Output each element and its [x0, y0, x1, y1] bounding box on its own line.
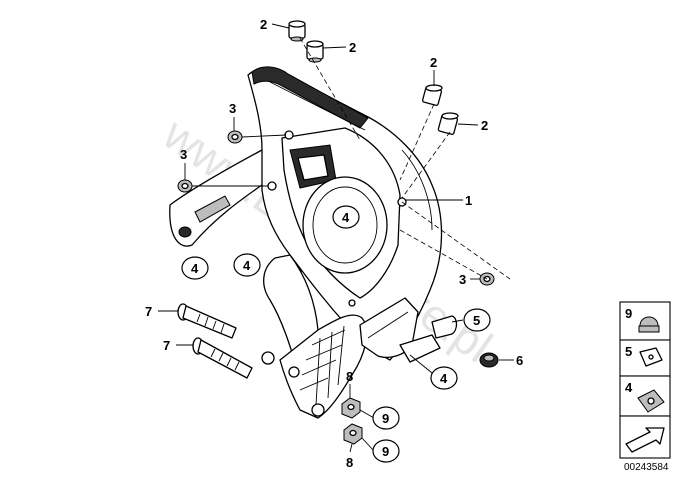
callout-3: 3: [459, 272, 466, 287]
legend-panel: 9 5 4: [619, 301, 671, 459]
callout-4-circled: 4: [332, 205, 360, 229]
drawing-code: 00243584: [624, 462, 669, 473]
svg-text:5: 5: [473, 313, 480, 328]
plug-2-top: [288, 20, 306, 42]
clip-nut-icon: [639, 347, 663, 367]
legend-label-4: 4: [625, 380, 633, 395]
legend-label-9: 9: [625, 306, 632, 321]
arrow-icon: [625, 427, 665, 453]
callout-2: 2: [349, 40, 356, 55]
nut-3-left-upper: [227, 130, 243, 144]
callout-6: 6: [516, 353, 523, 368]
bolt-7-lower: [192, 337, 253, 379]
svg-text:4: 4: [243, 258, 251, 273]
callout-4-circled: 4: [430, 366, 458, 390]
svg-text:9: 9: [382, 444, 389, 459]
svg-text:4: 4: [342, 210, 350, 225]
svg-text:9: 9: [382, 411, 389, 426]
callout-3: 3: [229, 101, 236, 116]
callout-7: 7: [163, 338, 170, 353]
hex-nut-8-lower: [343, 423, 363, 445]
plug-2-third: [422, 84, 443, 106]
callout-9-circled: 9: [372, 439, 400, 463]
bolt-7-upper: [177, 303, 237, 339]
callout-3: 3: [180, 147, 187, 162]
plug-2-fourth: [437, 112, 459, 135]
legend-label-5: 5: [625, 344, 632, 359]
hex-nut-8-upper: [341, 397, 361, 419]
nut-3-left-lower: [177, 179, 193, 193]
cap-nut-icon: [638, 316, 660, 333]
callout-2: 2: [260, 17, 267, 32]
leader-lines: [158, 23, 514, 453]
callout-7: 7: [145, 304, 152, 319]
callout-4-circled: 4: [181, 256, 209, 280]
callout-5-circled: 5: [463, 308, 491, 332]
callout-4-circled: 4: [233, 253, 261, 277]
grommet-6: [479, 352, 499, 368]
callout-9-circled: 9: [372, 406, 400, 430]
callout-8: 8: [346, 369, 353, 384]
clip-5: [431, 315, 458, 339]
plug-2-second: [306, 40, 324, 63]
front-panel-bracket: [169, 66, 443, 419]
spring-nut-icon: [637, 389, 665, 413]
callout-2: 2: [481, 118, 488, 133]
svg-text:4: 4: [191, 261, 199, 276]
callout-1: 1: [465, 193, 472, 208]
svg-text:4: 4: [440, 371, 448, 386]
callout-2: 2: [430, 55, 437, 70]
callout-8: 8: [346, 455, 353, 470]
